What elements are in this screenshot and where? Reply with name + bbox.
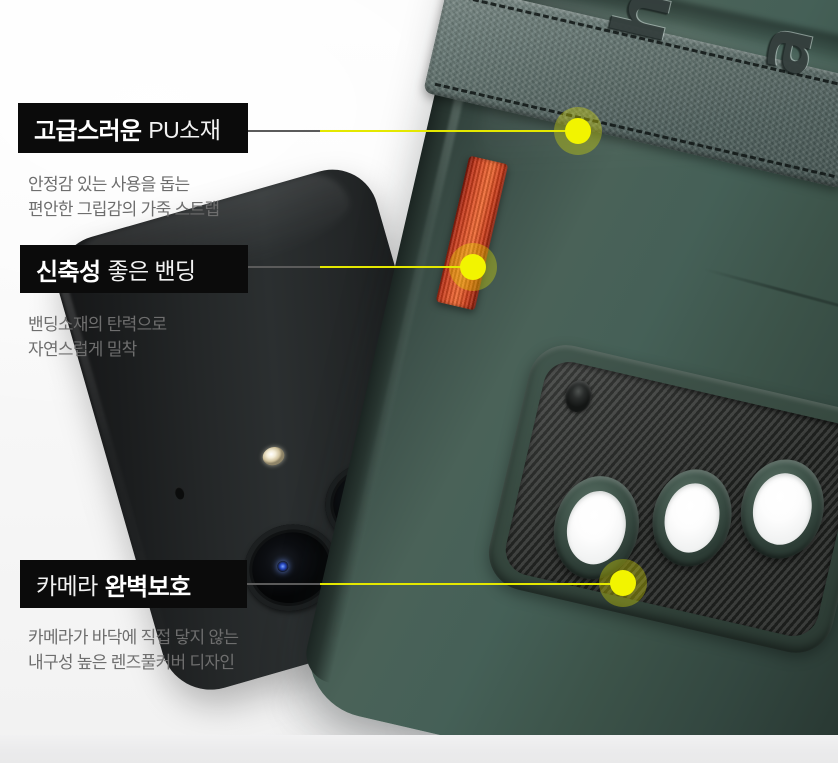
callout-description-pu-material: 안정감 있는 사용을 돕는 편안한 그립감의 가죽 스트랩 xyxy=(28,175,220,219)
callout-line-accent-3 xyxy=(320,583,630,585)
camera-flash xyxy=(260,444,287,468)
callout-title-bold-2: 신축성 xyxy=(36,258,101,286)
callout-title-normal-2: 좋은 밴딩 xyxy=(107,258,196,284)
callout-dot-elastic-band[interactable] xyxy=(460,254,486,280)
callout-line-neutral-2 xyxy=(248,266,326,268)
callout-title-normal-3: 카메라 xyxy=(36,573,98,599)
callout-description-elastic-band: 밴딩소재의 탄력으로 자연스럽게 밀착 xyxy=(28,315,167,359)
callout-description-camera-protection: 카메라가 바닥에 직접 닿지 않는 내구성 높은 렌즈풀커버 디자인 xyxy=(28,628,239,672)
callout-title-normal-1: PU소재 xyxy=(148,117,221,143)
callout-tag-camera-protection: 카메라 완벽보호 xyxy=(20,560,247,608)
callout-tag-pu-material: 고급스러운 PU소재 xyxy=(18,103,248,153)
footer-band xyxy=(0,735,838,763)
strap-emboss-letter-left: h xyxy=(595,0,689,51)
callout-line-accent-1 xyxy=(320,130,582,132)
callout-dot-camera-protection[interactable] xyxy=(610,570,636,596)
callout-title-bold-1: 고급스러운 xyxy=(34,117,142,145)
callout-line-neutral-1 xyxy=(248,130,326,132)
callout-tag-elastic-band: 신축성 좋은 밴딩 xyxy=(20,245,248,293)
case-seam-line xyxy=(703,267,838,341)
callout-line-accent-2 xyxy=(320,266,478,268)
microphone-hole xyxy=(173,485,186,501)
callout-dot-pu-material[interactable] xyxy=(565,118,591,144)
callout-title-bold-3: 완벽보호 xyxy=(104,573,192,601)
callout-line-neutral-3 xyxy=(247,583,327,585)
